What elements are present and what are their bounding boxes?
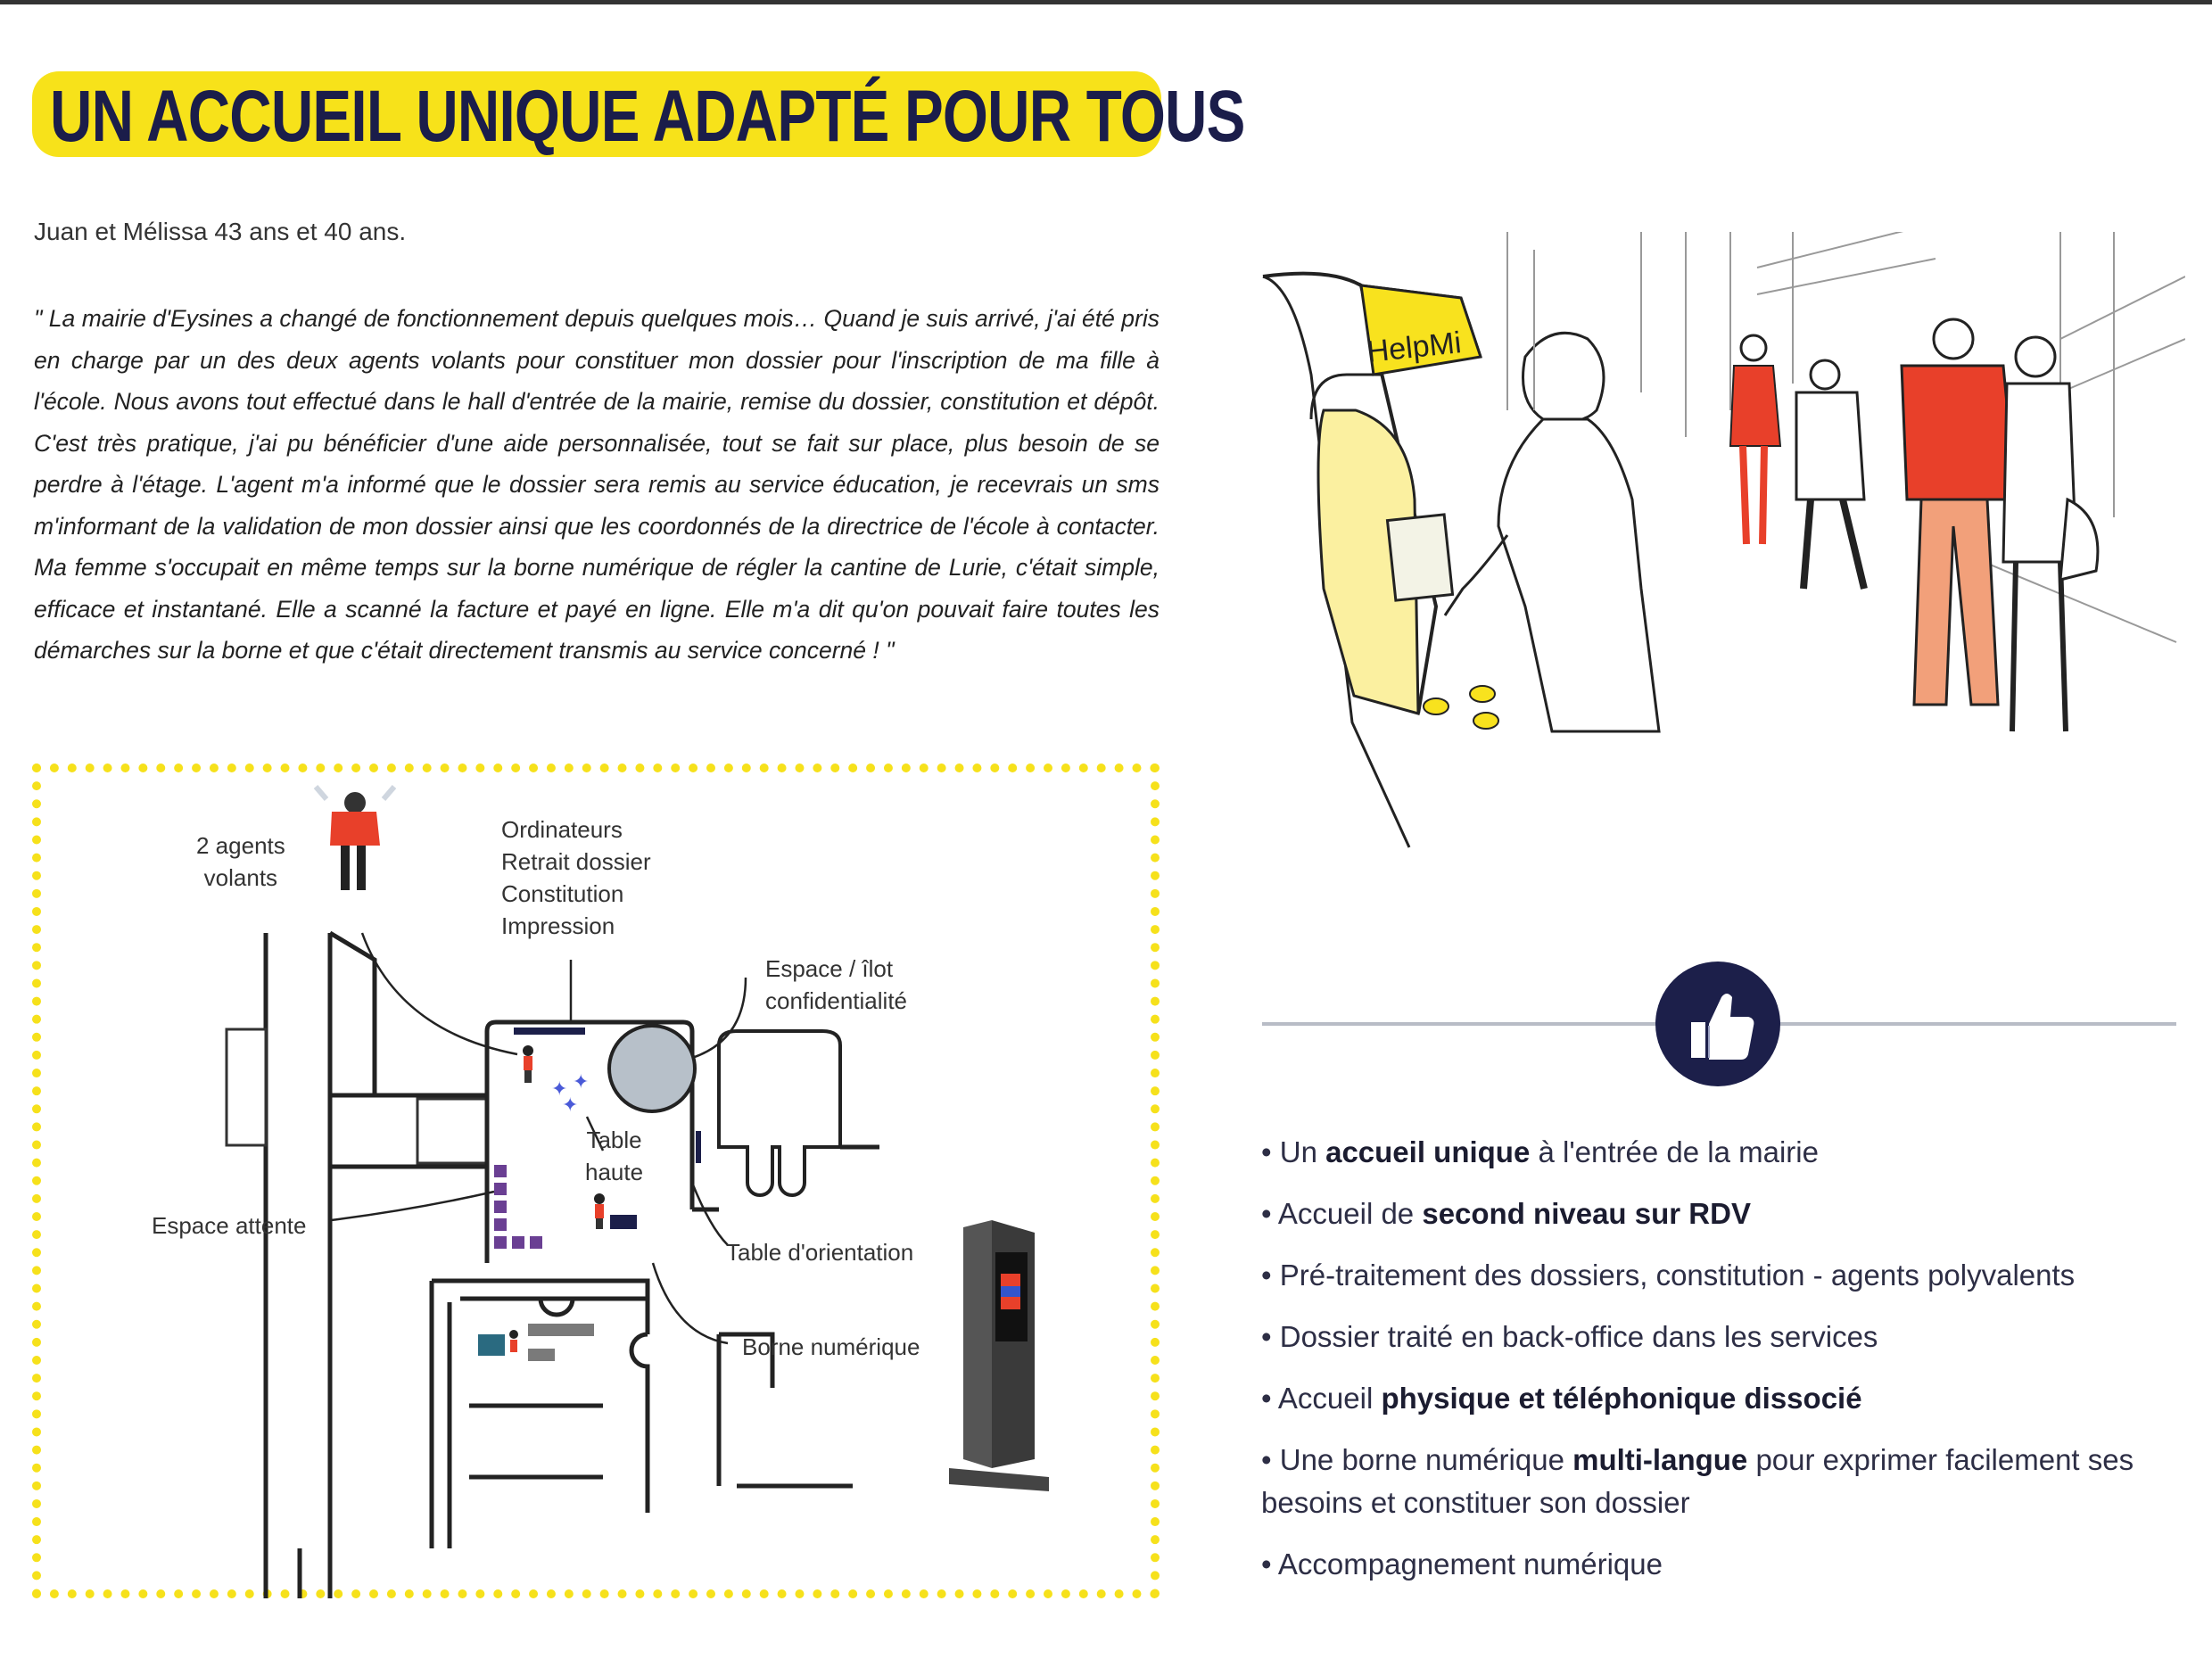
floor-plan-frame [32, 763, 1160, 1598]
benefit-text: Accueil de [1277, 1197, 1423, 1230]
svg-text:✦: ✦ [551, 1077, 567, 1100]
benefit-item: • Une borne numérique multi-langue pour … [1261, 1443, 2134, 1519]
desk-bar [514, 1028, 585, 1035]
orientation-table [696, 1131, 701, 1163]
page-title: UN ACCUEIL UNIQUE ADAPTÉ POUR TOUS [50, 76, 1245, 157]
kiosk-illustration: HelpMi [1262, 232, 2185, 848]
benefit-text-after: pour exprimer facilement ses besoins et … [1261, 1443, 2134, 1519]
label-agents-line1: 2 agents [196, 832, 285, 859]
label-high-table-line2: haute [585, 1159, 644, 1185]
testimonial-quote: " La mairie d'Eysines a changé de foncti… [34, 305, 1160, 664]
benefit-bold: multi-langue [1572, 1443, 1748, 1476]
svg-text:✦: ✦ [573, 1070, 589, 1093]
label-confidential-line2: confidentialité [765, 987, 907, 1014]
benefit-item: • Accompagnement numérique [1261, 1548, 1663, 1581]
benefit-bold: accueil unique [1325, 1135, 1531, 1168]
benefit-item: • Dossier traité en back-office dans les… [1261, 1320, 1878, 1353]
label-computers-line1: Ordinateurs [501, 816, 623, 843]
confidential-island [607, 1024, 697, 1113]
top-border [0, 0, 2212, 4]
label-computers-line4: Impression [501, 912, 615, 939]
waiting-seats [494, 1165, 542, 1249]
label-high-table-line1: Table [586, 1127, 642, 1153]
person-walking [1795, 359, 1868, 590]
benefits-list: • Un accueil unique à l'entrée de la mai… [1261, 1131, 2189, 1605]
benefit-text: Accompagnement numérique [1277, 1548, 1663, 1581]
label-confidential: Espace / îlot confidentialité [765, 953, 907, 1017]
benefit-text: Dossier traité en back-office dans les s… [1279, 1320, 1878, 1353]
floor-plan: ✦ ✦ ✦ [225, 785, 1049, 1598]
benefit-item: • Accueil de second niveau sur RDV [1261, 1197, 1751, 1230]
benefit-text: Une borne numérique [1279, 1443, 1573, 1476]
benefit-item: • Pré-traitement des dossiers, constitut… [1261, 1259, 2076, 1292]
label-waiting-area: Espace attente [152, 1212, 307, 1239]
thumbs-up-icon [1655, 962, 1780, 1086]
label-agents-line2: volants [203, 864, 278, 891]
intro-text: Juan et Mélissa 43 ans et 40 ans. [34, 218, 407, 245]
flying-agent-figure [313, 785, 397, 890]
person-with-bag [2002, 335, 2100, 732]
benefit-text-after: à l'entrée de la mairie [1530, 1135, 1819, 1168]
label-computers-line2: Retrait dossier [501, 848, 651, 875]
benefit-item: • Accueil physique et téléphonique disso… [1261, 1382, 1862, 1415]
benefit-text: Pré-traitement des dossiers, constitutio… [1279, 1259, 2076, 1292]
label-confidential-line1: Espace / îlot [765, 955, 894, 982]
svg-text:✦: ✦ [562, 1094, 578, 1116]
label-computers: Ordinateurs Retrait dossier Constitution… [501, 813, 651, 942]
label-computers-line3: Constitution [501, 880, 624, 907]
person-red-jacket [1900, 318, 2018, 706]
title-highlight [32, 71, 1161, 157]
label-orientation-table: Table d'orientation [726, 1239, 914, 1266]
label-digital-kiosk: Borne numérique [742, 1333, 920, 1360]
digital-kiosk [949, 1220, 1049, 1491]
label-agents: 2 agents volants [196, 830, 285, 894]
benefit-text: Un [1279, 1135, 1326, 1168]
label-high-table: Table haute [585, 1124, 643, 1188]
benefit-item: • Un accueil unique à l'entrée de la mai… [1261, 1135, 1819, 1168]
benefit-bold: physique et téléphonique dissocié [1381, 1382, 1862, 1415]
person-red-woman [1729, 334, 1782, 545]
benefit-text: Accueil [1277, 1382, 1382, 1415]
benefit-bold: second niveau sur RDV [1422, 1197, 1751, 1230]
